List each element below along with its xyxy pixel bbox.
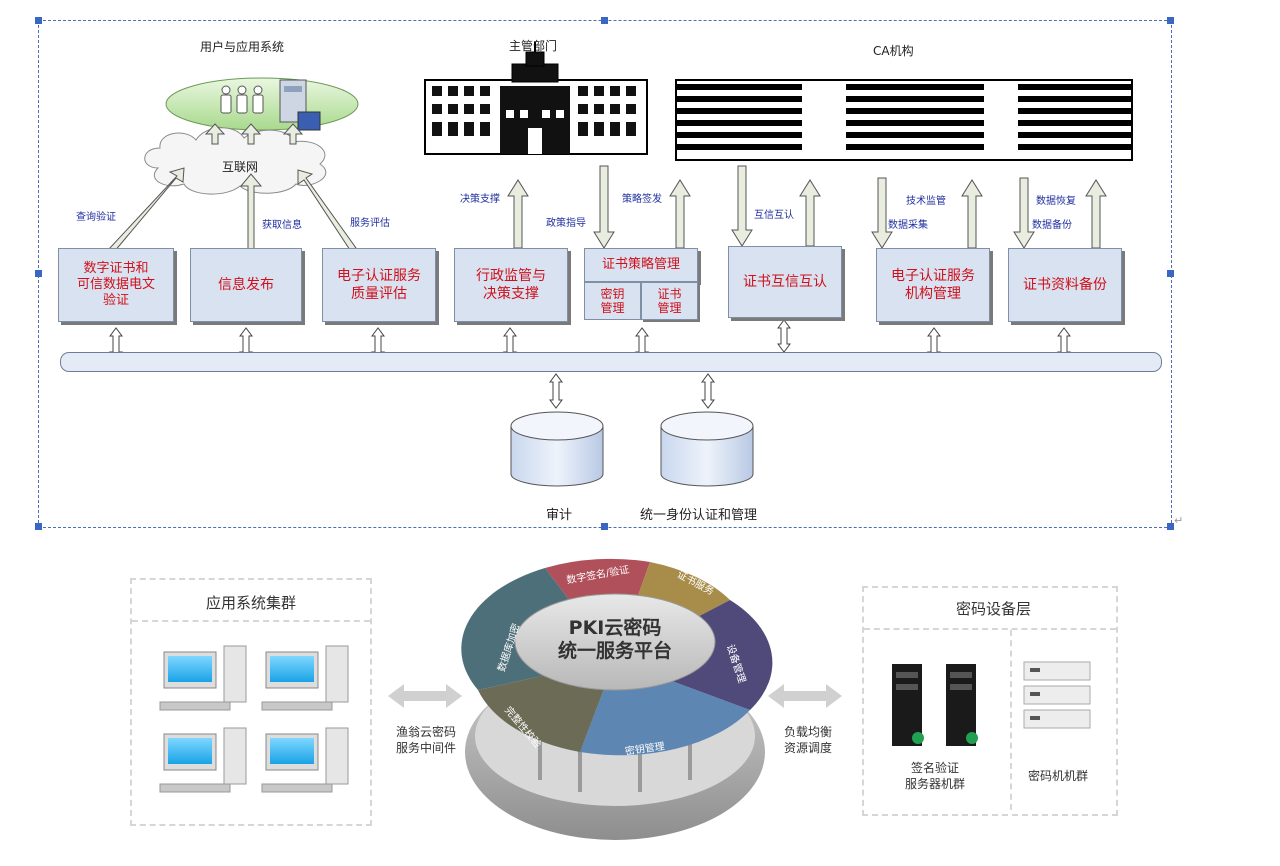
resize-handle[interactable] [1167, 17, 1174, 24]
internet-label: 互联网 [222, 160, 259, 174]
ca-building-icon [675, 79, 1133, 161]
sign-cluster-label: 签名验证 服务器机群 [904, 761, 965, 791]
box-admin-supervise: 行政监管与 决策支撑 [454, 248, 568, 322]
workstation-icon [159, 645, 247, 711]
label-policy-guide: 政策指导 [546, 218, 586, 229]
box-info-publish: 信息发布 [190, 248, 302, 322]
government-building-icon [424, 42, 648, 155]
flow-arrows [107, 123, 1107, 253]
crypto-cluster-label: 密码机机群 [1027, 769, 1088, 783]
load-balance-label: 负载均衡 资源调度 [783, 725, 832, 755]
audit-database-icon [510, 411, 604, 487]
ca-title: CA机构 [873, 44, 914, 58]
platform-wheel-icon [461, 558, 773, 840]
signing-server-icon [892, 664, 978, 746]
box-policy-mgmt: 证书策略管理 [584, 248, 698, 282]
double-arrow-icon [768, 684, 842, 708]
workstation-icon [261, 645, 349, 711]
crypto-machine-icon [1023, 661, 1091, 729]
label-policy-sign: 策略签发 [622, 194, 662, 205]
resize-handle[interactable] [1167, 270, 1174, 277]
system-bus [60, 352, 1162, 372]
app-cluster-divider [132, 620, 370, 622]
users-title: 用户与应用系统 [200, 40, 285, 54]
workstation-icon [261, 727, 349, 793]
box-backup: 证书资料备份 [1008, 248, 1122, 322]
crypto-layer-vdivider [1010, 630, 1012, 810]
box-cert-verify: 数字证书和 可信数据电文 验证 [58, 248, 174, 322]
label-data-collection: 数据采集 [888, 220, 928, 231]
label-mutual-trust: 互信互认 [754, 210, 794, 221]
app-cluster-title: 应用系统集群 [206, 594, 297, 612]
middleware-label: 渔翁云密码 服务中间件 [395, 725, 456, 755]
resize-handle[interactable] [35, 270, 42, 277]
users-group-icon [165, 77, 359, 131]
identity-label: 统一身份认证和管理 [640, 508, 758, 523]
label-decision-support: 决策支撑 [460, 194, 500, 205]
box-agency-mgmt: 电子认证服务 机构管理 [876, 248, 990, 322]
resize-handle[interactable] [1167, 523, 1174, 530]
audit-label: 审计 [546, 508, 573, 523]
box-service-quality: 电子认证服务 质量评估 [322, 248, 436, 322]
box-key-mgmt: 密钥 管理 [584, 282, 641, 320]
resize-handle[interactable] [601, 17, 608, 24]
crypto-layer-divider [864, 628, 1116, 630]
identity-database-icon [660, 411, 754, 487]
platform-title: PKI云密码 统一服务平台 [557, 617, 672, 662]
label-get-info: 获取信息 [262, 220, 302, 231]
label-service-eval: 服务评估 [350, 218, 390, 229]
label-tech-supervision: 技术监管 [906, 196, 946, 207]
crypto-layer-title: 密码设备层 [956, 600, 1032, 618]
workstation-icon [159, 727, 247, 793]
paragraph-mark-icon: ↵ [1174, 514, 1184, 527]
resize-handle[interactable] [35, 523, 42, 530]
authority-title: 主管部门 [509, 39, 558, 53]
label-data-restore: 数据恢复 [1036, 196, 1076, 207]
box-cross-cert: 证书互信互认 [728, 246, 842, 318]
internet-cloud-icon [144, 127, 327, 195]
box-cert-mgmt: 证书 管理 [641, 282, 698, 320]
label-data-backup: 数据备份 [1032, 220, 1072, 231]
resize-handle[interactable] [35, 17, 42, 24]
label-query-verify: 查询验证 [76, 212, 116, 223]
resize-handle[interactable] [601, 523, 608, 530]
double-arrow-icon [388, 684, 462, 708]
